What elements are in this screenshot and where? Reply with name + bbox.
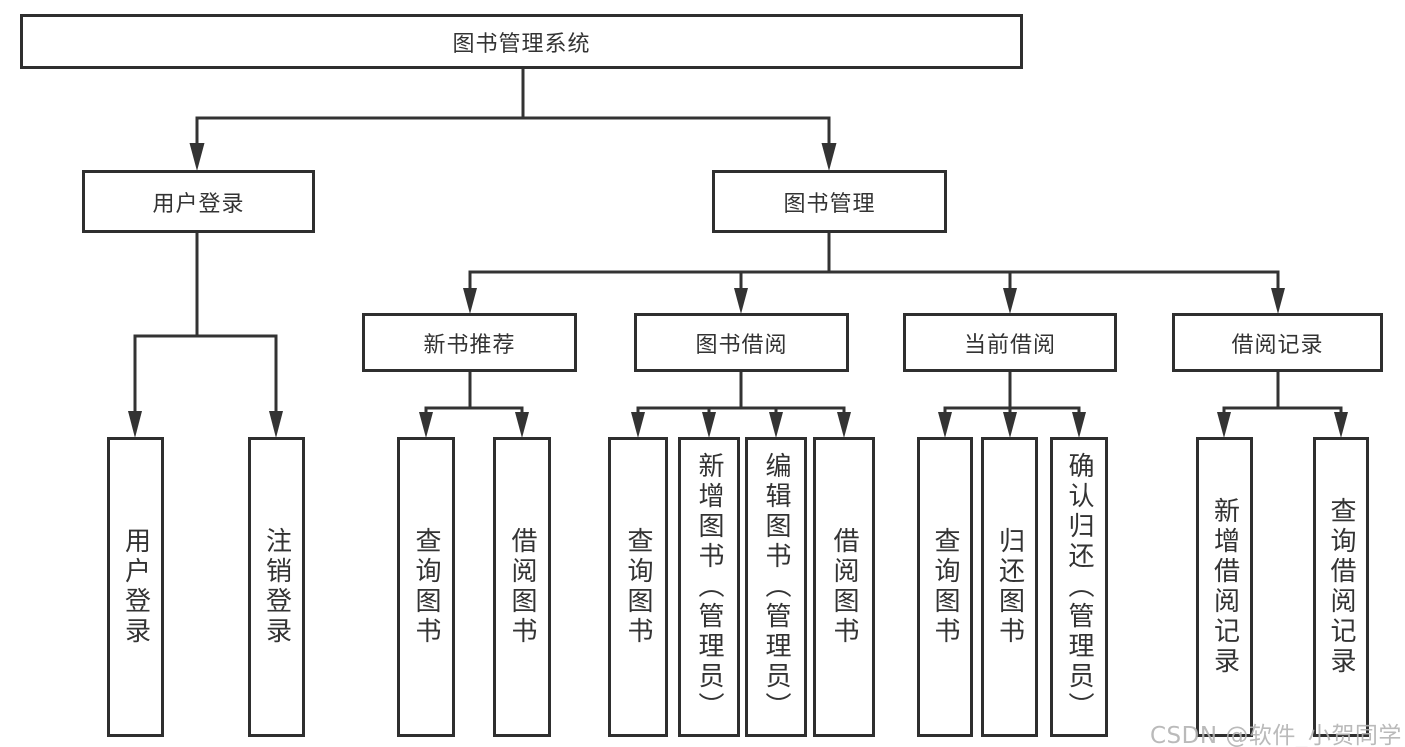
node-label: 归还图书 <box>994 527 1025 647</box>
arrow-down-icon <box>769 412 783 438</box>
connector-path <box>424 372 524 414</box>
arrow-down-icon <box>938 412 952 438</box>
connector-root <box>189 69 837 171</box>
node-bb-query-books: 查询图书 <box>608 437 668 737</box>
connector-path <box>1222 372 1343 414</box>
node-label: 借阅图书 <box>829 527 859 647</box>
node-label: 图书管理系统 <box>452 31 591 57</box>
node-cb-query-books: 查询图书 <box>917 437 973 737</box>
node-library-system: 图书管理系统 <box>20 14 1023 69</box>
node-label: 用户登录 <box>152 191 245 217</box>
connector-path <box>943 372 1081 414</box>
node-bb-edit-books-admin: 编辑图书（管理员） <box>745 437 807 737</box>
watermark: CSDN @软件_小贺同学 <box>1150 723 1402 747</box>
arrow-down-icon <box>631 412 645 438</box>
node-user-login-leaf: 用户登录 <box>107 437 164 737</box>
node-nb-borrow-books: 借阅图书 <box>493 437 551 737</box>
node-current-borrow: 当前借阅 <box>903 313 1117 372</box>
node-label: 借阅图书 <box>507 527 537 647</box>
node-bb-borrow-books: 借阅图书 <box>813 437 875 737</box>
node-label: 注销登录 <box>261 527 292 647</box>
node-label: 查询借阅记录 <box>1326 497 1356 677</box>
arrow-down-icon <box>734 288 748 314</box>
connector-book-borrow <box>631 372 851 438</box>
node-book-management: 图书管理 <box>712 170 947 233</box>
node-label: 用户登录 <box>120 527 151 647</box>
arrow-down-icon <box>515 412 529 438</box>
arrow-down-icon <box>1217 412 1231 438</box>
connector-borrow-records <box>1217 372 1348 438</box>
node-cb-return-books: 归还图书 <box>981 437 1038 737</box>
connector-book-management <box>463 233 1285 314</box>
connector-path <box>468 233 1280 290</box>
node-label: 图书管理 <box>783 191 876 217</box>
node-label: 新增图书（管理员） <box>694 452 724 722</box>
node-label: 编辑图书（管理员） <box>761 452 791 722</box>
arrow-down-icon <box>1334 412 1348 438</box>
node-user-login: 用户登录 <box>82 170 315 233</box>
connector-current-borrow <box>938 372 1086 438</box>
node-br-query-record: 查询借阅记录 <box>1313 437 1369 737</box>
node-label: 查询图书 <box>623 527 653 647</box>
node-nb-query-books: 查询图书 <box>397 437 455 737</box>
arrow-down-icon <box>1003 412 1017 438</box>
arrow-down-icon <box>128 411 142 438</box>
arrow-down-icon <box>1072 412 1086 438</box>
node-label: 图书借阅 <box>695 332 788 358</box>
arrow-down-icon <box>821 143 837 171</box>
node-book-borrow: 图书借阅 <box>634 313 849 372</box>
connector-path <box>636 372 846 414</box>
node-label: 查询图书 <box>930 527 960 647</box>
node-label: 借阅记录 <box>1231 332 1324 358</box>
node-label: 新增借阅记录 <box>1209 497 1240 677</box>
arrow-down-icon <box>463 288 477 314</box>
node-label: 当前借阅 <box>963 332 1056 358</box>
arrow-down-icon <box>702 412 716 438</box>
arrow-down-icon <box>1003 288 1017 314</box>
node-new-book-recommend: 新书推荐 <box>362 313 577 372</box>
arrow-down-icon <box>837 412 851 438</box>
arrow-down-icon <box>269 411 283 438</box>
connector-new-book <box>419 372 529 438</box>
node-borrow-records: 借阅记录 <box>1172 313 1383 372</box>
arrow-down-icon <box>189 143 205 171</box>
arrow-down-icon <box>1271 288 1285 314</box>
node-cb-confirm-return-admin: 确认归还（管理员） <box>1050 437 1108 737</box>
node-label: 查询图书 <box>411 527 441 647</box>
connector-path <box>133 233 278 413</box>
connector-user-login <box>128 233 283 438</box>
connector-path <box>195 69 831 146</box>
node-label: 新书推荐 <box>423 332 516 358</box>
node-br-add-record: 新增借阅记录 <box>1196 437 1253 737</box>
node-label: 确认归还（管理员） <box>1064 452 1094 722</box>
node-bb-add-books-admin: 新增图书（管理员） <box>678 437 740 737</box>
node-logout: 注销登录 <box>248 437 305 737</box>
arrow-down-icon <box>419 412 433 438</box>
